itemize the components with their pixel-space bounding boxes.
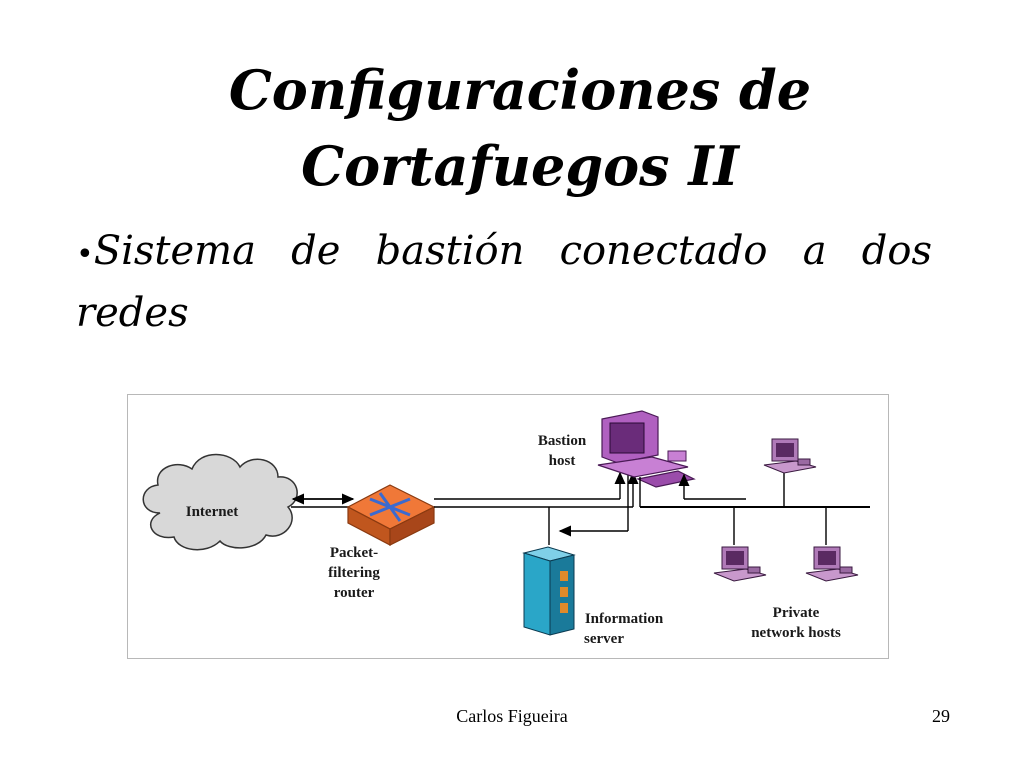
- slide-title-line-2: Cortafuegos II: [301, 134, 739, 198]
- slide-title: Configuraciones de Cortafuegos II: [150, 52, 890, 204]
- bastion-label-1: Bastion: [538, 433, 587, 449]
- information-server-icon: [522, 546, 576, 636]
- network-diagram-svg: Internet Packet- filtering router: [142, 410, 870, 647]
- hosts-label-2: network hosts: [751, 625, 841, 641]
- internet-label: Internet: [186, 504, 239, 520]
- info-label-2: server: [584, 631, 624, 647]
- page-number: 29: [932, 706, 950, 726]
- private-host-top-icon: [763, 438, 817, 474]
- internet-cloud-icon: Internet: [142, 453, 298, 551]
- footer-author: Carlos Figueira: [456, 706, 568, 726]
- bullet-item: •Sistema de bastión conectado a dos rede…: [76, 222, 932, 342]
- packet-filtering-router-icon: [346, 484, 436, 546]
- bullet-text: Sistema de bastión conectado a dos redes: [76, 228, 932, 336]
- slide-title-line-1: Configuraciones de: [228, 58, 812, 122]
- bastion-label-2: host: [549, 453, 576, 469]
- info-label-1: Information: [585, 611, 664, 627]
- hosts-label-1: Private: [773, 605, 820, 621]
- router-label-3: router: [334, 585, 375, 601]
- router-label-1: Packet-: [330, 545, 378, 561]
- bastion-host-icon: [597, 410, 696, 488]
- network-diagram: Internet Packet- filtering router: [127, 394, 889, 659]
- router-label-2: filtering: [328, 565, 380, 581]
- private-host-bottom-left-icon: [713, 546, 767, 582]
- private-host-bottom-right-icon: [805, 546, 859, 582]
- bullet-marker: •: [76, 237, 94, 272]
